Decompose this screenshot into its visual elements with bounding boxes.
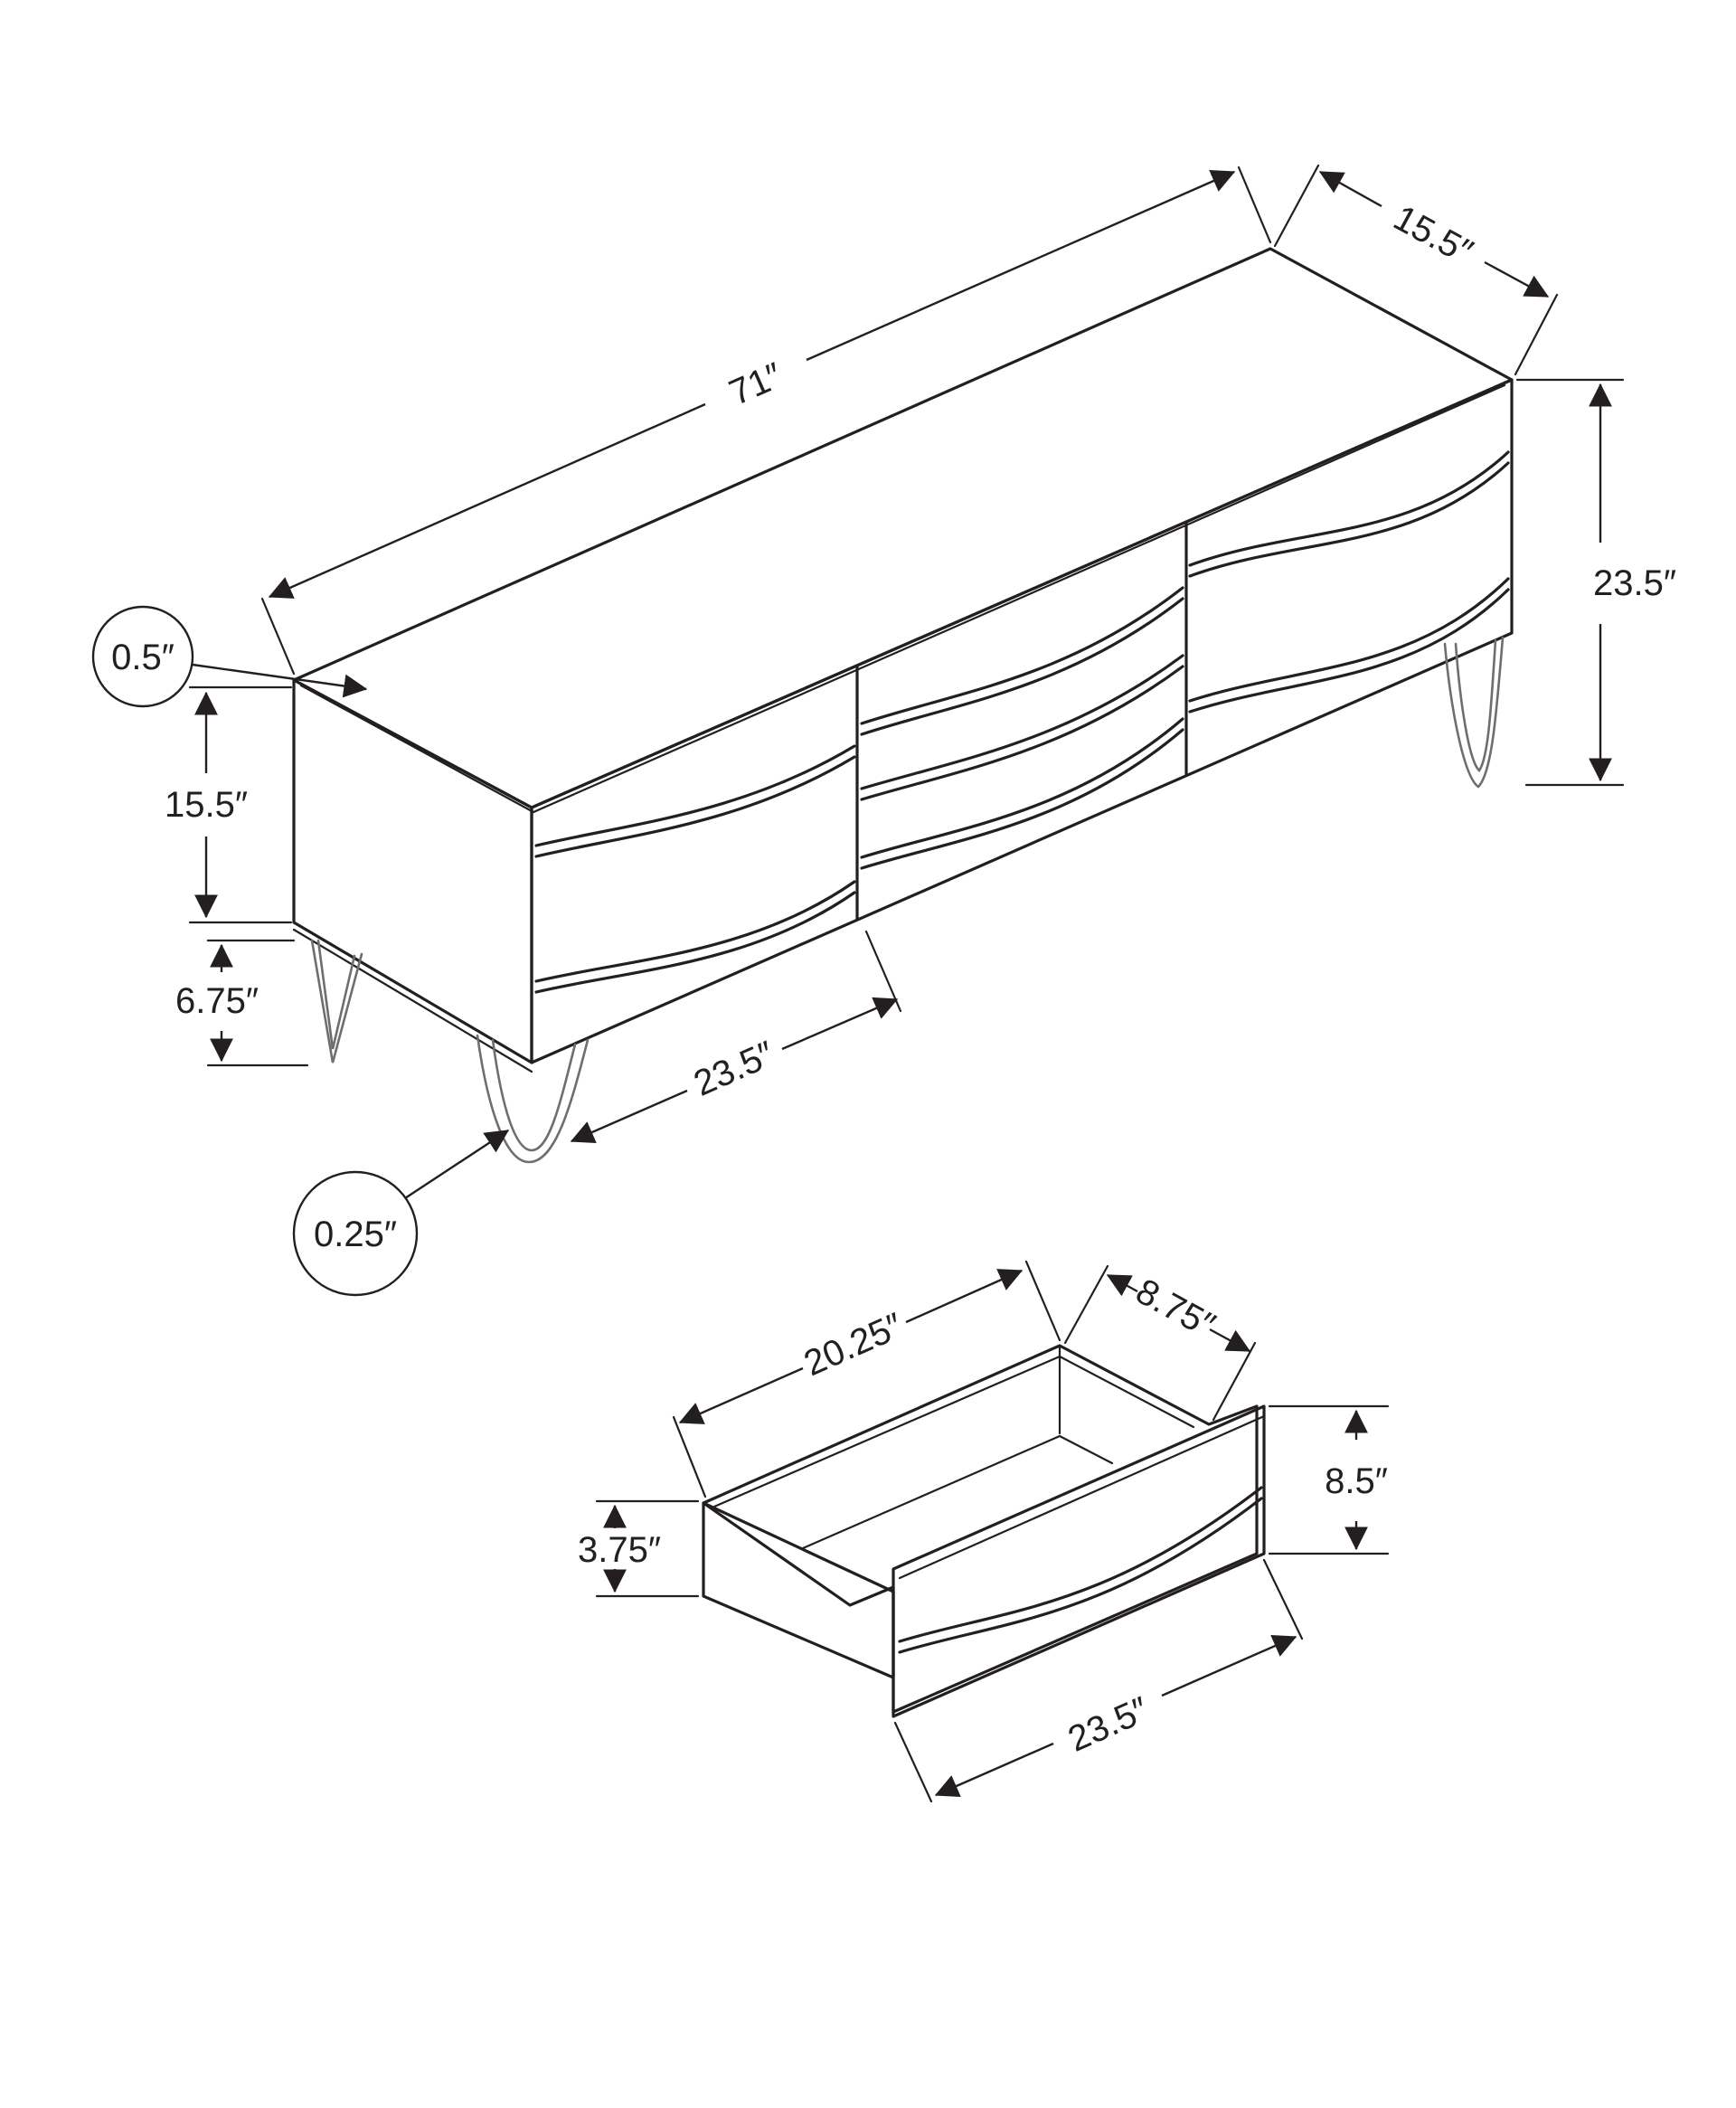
length-dimension-line	[268, 402, 706, 599]
top-thickness-label: 0.5″	[111, 638, 175, 677]
drawer-front-height-label: 8.5″	[1325, 1461, 1388, 1501]
drawer-front-width-label: 23.5″	[1062, 1689, 1155, 1759]
right-section-waves	[1188, 450, 1510, 714]
leg-thickness-label: 0.25″	[314, 1215, 397, 1254]
drawer-width-label: 20.25″	[798, 1306, 909, 1384]
cabinet-top	[292, 247, 1514, 809]
cabinet-left-side	[292, 678, 533, 1064]
section-width-label: 23.5″	[688, 1034, 780, 1103]
cabinet-front	[530, 378, 1514, 1064]
left-section-waves	[534, 744, 856, 994]
body-height-label: 15.5″	[165, 785, 248, 825]
depth-label: 15.5″	[1387, 198, 1479, 273]
top-thickness-callout-circle	[91, 605, 194, 708]
middle-section-waves	[860, 586, 1184, 870]
leg-thickness-callout-circle	[292, 1170, 419, 1297]
drawer-front	[892, 1404, 1266, 1718]
overall-height-label: 23.5″	[1593, 563, 1676, 603]
hairpin-legs	[310, 636, 1505, 1164]
length-label: 71″	[723, 355, 788, 413]
drawer	[702, 1344, 1266, 1718]
cabinet-dimensions: 71″ 15.5″ 23.5″ 15.5″ 6.75″ 23.5″ 0.5″	[91, 164, 1676, 1297]
drawer-dimensions: 20.25″ 8.75″ 8.5″ 3.75″ 23.5″	[578, 1260, 1390, 1803]
tv-cabinet	[292, 247, 1514, 1164]
drawer-box-side	[702, 1501, 895, 1679]
drawer-depth-label: 8.75″	[1129, 1271, 1222, 1347]
drawer-box-top	[702, 1344, 1259, 1714]
leg-height-label: 6.75″	[175, 981, 259, 1021]
drawer-box-height-label: 3.75″	[578, 1530, 661, 1570]
